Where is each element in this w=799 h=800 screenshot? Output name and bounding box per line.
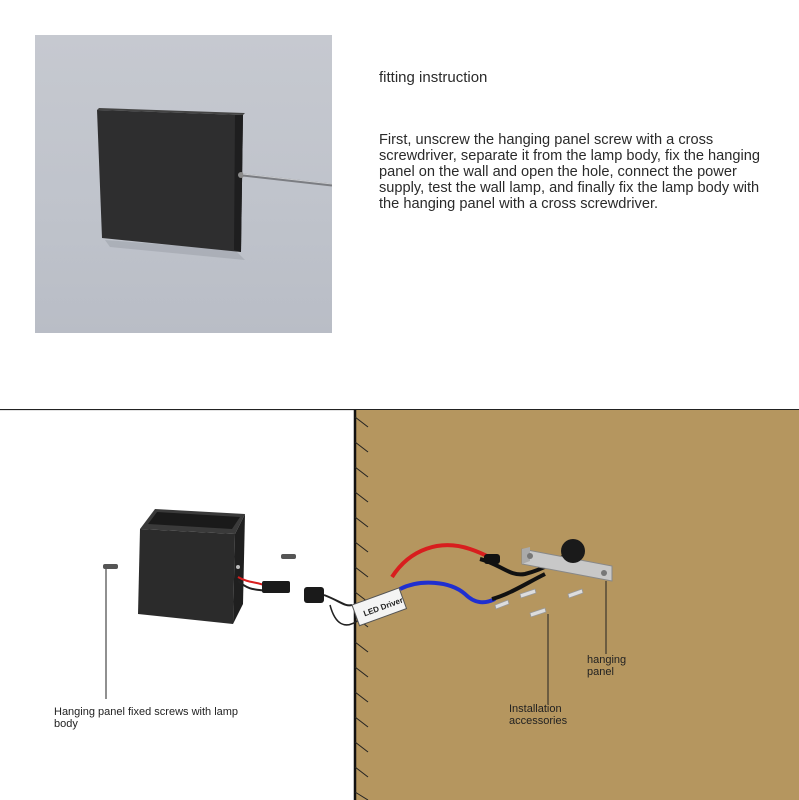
led-driver: LED Driver bbox=[351, 587, 408, 627]
wall-lamp-photo bbox=[35, 35, 332, 333]
screw-left bbox=[103, 564, 118, 569]
wall bbox=[355, 410, 799, 800]
blue-wire bbox=[399, 580, 496, 605]
lamp-body bbox=[138, 509, 245, 624]
instruction-title: fitting instruction bbox=[379, 69, 488, 86]
label-hanging-panel: hanging panel bbox=[587, 654, 627, 678]
hanging-panel bbox=[521, 539, 613, 582]
label-fixed-screws: Hanging panel fixed screws with lamp bod… bbox=[54, 706, 239, 730]
installation-diagram: LED Driver bbox=[0, 409, 799, 800]
screw-mid bbox=[281, 554, 296, 559]
instruction-body: First, unscrew the hanging panel screw w… bbox=[379, 132, 760, 212]
lamp-photo-illustration bbox=[97, 108, 332, 260]
installation-accessories bbox=[494, 588, 584, 618]
label-installation-accessories: Installation accessories bbox=[509, 703, 568, 727]
